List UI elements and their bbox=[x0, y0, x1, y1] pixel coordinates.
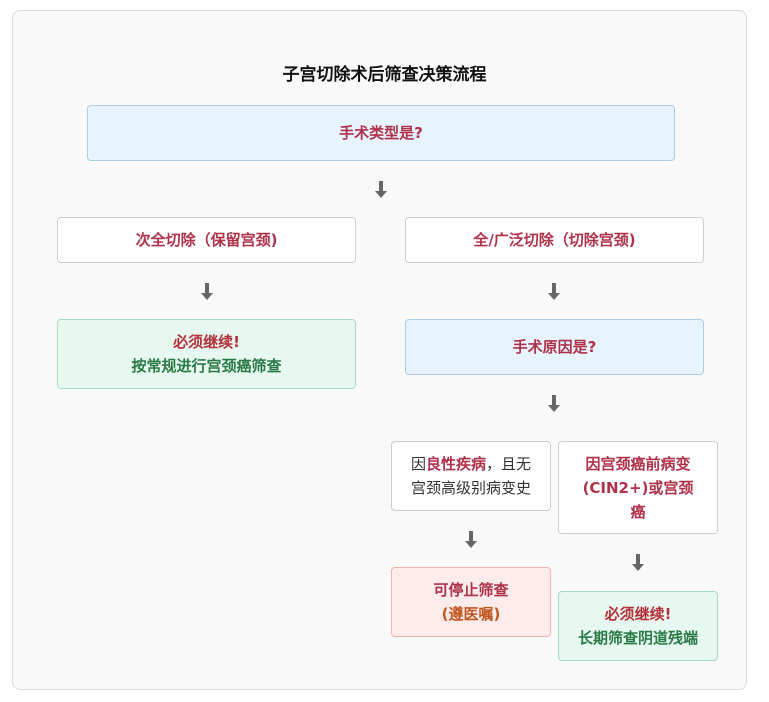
node-text: 手术原因是? bbox=[512, 338, 597, 356]
node-text-line1: 因良性疾病，且无 bbox=[411, 452, 531, 476]
node-surgery-reason-question: 手术原因是? bbox=[405, 319, 704, 375]
arrow-down-icon bbox=[375, 181, 387, 198]
node-text-line1: 必须继续! bbox=[173, 333, 240, 351]
node-surgery-type-question: 手术类型是? bbox=[87, 105, 675, 161]
diagram-title: 子宫切除术后筛查决策流程 bbox=[282, 65, 487, 85]
node-stop-screening: 可停止筛查 (遵医嘱) bbox=[391, 567, 551, 637]
node-text: 手术类型是? bbox=[339, 124, 423, 142]
arrow-down-icon bbox=[548, 283, 560, 300]
node-text-line2: (遵医嘱) bbox=[441, 605, 501, 623]
node-text-line1: 必须继续! bbox=[604, 605, 672, 623]
node-text: 次全切除（保留宫颈) bbox=[135, 231, 278, 249]
node-total-hysterectomy: 全/广泛切除（切除宫颈) bbox=[405, 217, 704, 263]
node-text-suffix: ，且无 bbox=[486, 455, 532, 473]
node-text-line1: 可停止筛查 bbox=[433, 581, 509, 599]
node-text-prefix: 因 bbox=[410, 455, 426, 473]
node-text-line2: 长期筛查阴道残端 bbox=[577, 629, 698, 647]
arrow-down-icon bbox=[632, 554, 644, 571]
node-must-continue-routine: 必须继续! 按常规进行宫颈癌筛查 bbox=[57, 319, 356, 389]
node-precancerous-lesion: 因宫颈癌前病变 (CIN2+)或宫颈 癌 bbox=[558, 441, 718, 534]
node-must-continue-vault: 必须继续! 长期筛查阴道残端 bbox=[558, 591, 718, 661]
node-text-line2: 宫颈高级别病变史 bbox=[410, 479, 531, 497]
arrow-down-icon bbox=[201, 283, 213, 300]
node-benign-disease: 因良性疾病，且无 宫颈高级别病变史 bbox=[391, 441, 551, 511]
node-text-highlight: 良性疾病 bbox=[425, 455, 486, 473]
arrow-down-icon bbox=[548, 395, 560, 412]
node-text-line1: 因宫颈癌前病变 bbox=[585, 454, 691, 473]
node-subtotal-hysterectomy: 次全切除（保留宫颈) bbox=[57, 217, 356, 263]
arrow-down-icon bbox=[465, 531, 477, 548]
node-text: 全/广泛切除（切除宫颈) bbox=[473, 231, 636, 249]
node-text-line2: (CIN2+)或宫颈 bbox=[582, 478, 694, 497]
node-text-line3: 癌 bbox=[630, 502, 646, 521]
node-text-line2: 按常规进行宫颈癌筛查 bbox=[131, 357, 282, 375]
